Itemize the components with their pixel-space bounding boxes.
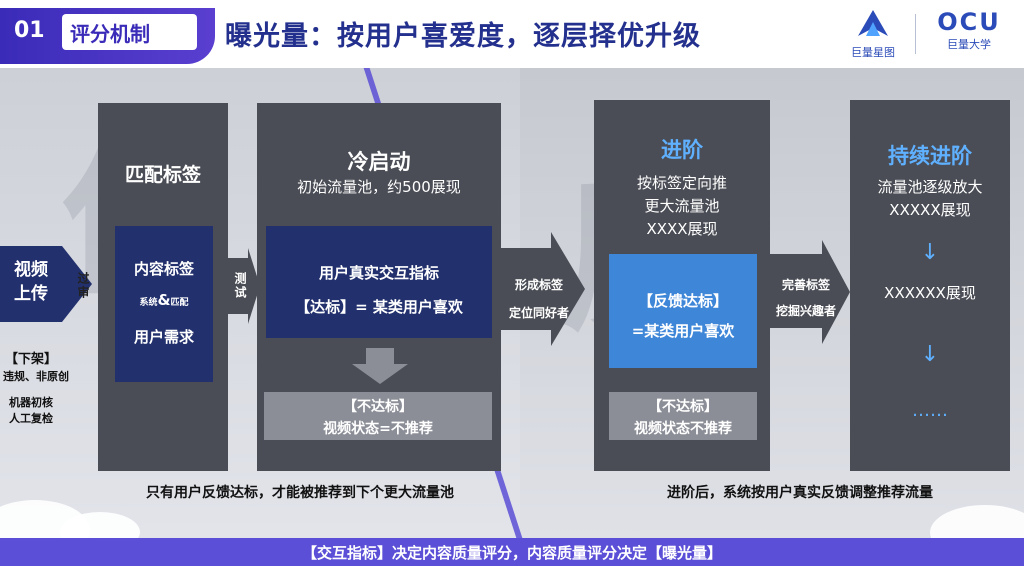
continue-title: 持续进阶 [888, 144, 972, 168]
cold-inner-box [266, 226, 492, 338]
user-needs-text: 用户需求 [133, 328, 194, 346]
xingtu-logo: 巨量星图 [838, 8, 908, 60]
advance-line1: 按标签定向推 [636, 174, 727, 192]
advance-line2: 更大流量池 [644, 197, 720, 215]
find-interest-label: 挖掘兴趣者 [775, 304, 836, 318]
test-label: 测试 [233, 272, 247, 300]
test-arrow-body [228, 258, 248, 314]
logo-divider [915, 14, 916, 54]
footer-text: 【交互指标】决定内容质量评分，内容质量评分决定【曝光量】 [301, 544, 722, 562]
match-inner-box [115, 226, 213, 382]
continue-line1: 流量池逐级放大 [877, 178, 983, 196]
continue-down-arrow-2: ↓ [920, 342, 940, 367]
continue-down-arrow-1: ↓ [920, 240, 940, 265]
advance-title: 进阶 [661, 138, 703, 162]
continue-line2: XXXXX展现 [889, 201, 971, 219]
machine-review: 机器初核 [9, 396, 53, 409]
logo2-mark: OCU [937, 8, 1001, 36]
system-text: 系统 [139, 298, 158, 308]
advance-line3: XXXX展现 [646, 220, 718, 238]
left-caption: 只有用户反馈达标，才能被推荐到下个更大流量池 [146, 485, 454, 501]
advance-fail-status: 视频状态不推荐 [634, 421, 732, 437]
review-label: 过审 [76, 272, 90, 300]
interaction-metric-text: 用户真实交互指标 [318, 264, 439, 282]
feedback-like-text: =某类用户喜欢 [631, 322, 735, 340]
takedown-reason: 违规、非原创 [3, 370, 69, 383]
ocean-university-logo: OCU 巨量大学 [924, 8, 1014, 60]
takedown-label: 【下架】 [4, 352, 57, 367]
amp-text: & [157, 291, 171, 309]
continue-line3: XXXXXX展现 [884, 284, 976, 302]
page-title: 曝光量：按用户喜爱度，逐层择优升级 [225, 21, 701, 52]
match-tags-title: 匹配标签 [124, 164, 201, 186]
refine-tag-arrow-body [770, 254, 822, 328]
manual-review: 人工复检 [9, 412, 53, 425]
right-caption: 进阶后，系统按用户真实反馈调整推荐流量 [667, 485, 933, 501]
advance-fail-box [609, 392, 757, 440]
form-tag-arrow-body [501, 248, 551, 330]
section-number: 01 [14, 18, 45, 43]
feedback-pass-text: 【反馈达标】 [637, 292, 728, 310]
cold-down-arrow-head [352, 364, 408, 384]
content-tags-text: 内容标签 [133, 260, 194, 278]
pass-condition-text: 【达标】= 某类用户喜欢 [295, 298, 463, 316]
upload-arrow [62, 246, 92, 322]
footer-bar [0, 538, 1024, 566]
system-match-text: 系统&匹配 [115, 290, 213, 309]
locate-peers-label: 定位同好者 [508, 306, 569, 320]
advance-feedback-box [609, 254, 757, 368]
upload-title-line1: 视频 [14, 260, 48, 280]
upload-title-line2: 上传 [14, 284, 48, 304]
logo1-text: 巨量星图 [851, 46, 895, 59]
logo2-text: 巨量大学 [947, 38, 991, 51]
advance-fail-title: 【不达标】 [648, 399, 718, 415]
refine-tag-arrow-head [822, 240, 850, 344]
cold-start-subtitle: 初始流量池，约500展现 [297, 178, 461, 196]
cold-fail-status: 视频状态=不推荐 [323, 421, 433, 437]
continue-panel [850, 100, 1010, 471]
upload-title: 视频 上传 [0, 258, 62, 306]
form-tag-arrow-head [551, 232, 585, 346]
cold-down-arrow-body [366, 348, 394, 364]
section-title: 评分机制 [70, 22, 150, 46]
form-tag-label: 形成标签 [514, 278, 563, 292]
refine-tag-label: 完善标签 [781, 278, 830, 292]
cold-fail-box [264, 392, 492, 440]
cold-start-title: 冷启动 [347, 150, 411, 174]
match-text: 匹配 [170, 298, 189, 308]
cold-fail-title: 【不达标】 [343, 399, 413, 415]
upload-box [0, 246, 62, 322]
continue-dots: …… [912, 400, 948, 421]
xingtu-logo-icon [858, 10, 888, 36]
section-pill [62, 14, 197, 50]
